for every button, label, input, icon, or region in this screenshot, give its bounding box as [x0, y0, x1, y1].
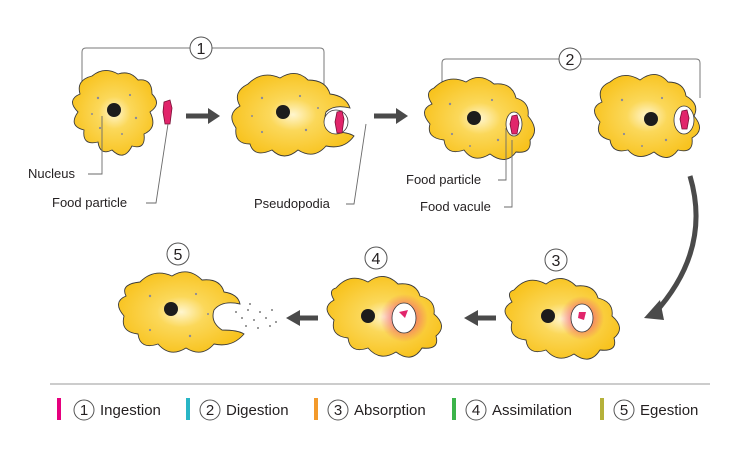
legend-digestion: 2 Digestion [186, 398, 289, 421]
stage-number-3: 3 [552, 253, 561, 270]
amoeba-cell-stage-4: 4 [326, 246, 442, 358]
label-food-particle-2: Food particle [406, 172, 481, 187]
stage-number-5: 5 [174, 247, 183, 264]
amoeba-cell-1 [72, 70, 157, 156]
stage-number-4: 4 [372, 251, 381, 268]
egested-waste [235, 303, 277, 329]
arrow-curve [652, 175, 699, 316]
svg-text:1: 1 [80, 402, 88, 419]
stage-2-bracket: 2 [441, 47, 701, 98]
label-food-vacuole: Food vacule [420, 199, 491, 214]
label-pseudopodia: Pseudopodia [254, 196, 331, 211]
svg-text:Ingestion: Ingestion [100, 402, 161, 419]
amoeba-cell-3 [424, 77, 535, 160]
amoeba-cell-2 [231, 73, 355, 157]
legend-egestion: 5 Egestion [600, 398, 698, 421]
svg-text:5: 5 [620, 402, 628, 419]
nucleus [107, 103, 121, 117]
svg-text:Egestion: Egestion [640, 402, 698, 419]
amoeba-cell-stage-3: 3 [504, 248, 620, 360]
svg-text:4: 4 [472, 402, 480, 419]
legend-assimilation: 4 Assimilation [452, 398, 572, 421]
svg-text:Absorption: Absorption [354, 402, 426, 419]
svg-text:3: 3 [334, 402, 342, 419]
stage-number-1: 1 [197, 41, 206, 58]
legend-absorption: 3 Absorption [314, 398, 426, 421]
svg-text:Assimilation: Assimilation [492, 402, 572, 419]
amoeba-cell-stage-5: 5 [118, 242, 277, 353]
label-nucleus: Nucleus [28, 166, 75, 181]
amoeba-cell-4 [594, 74, 700, 158]
stage-1-bracket: 1 [81, 36, 325, 90]
stage-number-2: 2 [566, 52, 575, 69]
svg-text:2: 2 [206, 402, 214, 419]
food-particle-1 [162, 99, 173, 125]
label-food-particle-1: Food particle [52, 195, 127, 210]
svg-text:Digestion: Digestion [226, 402, 289, 419]
legend-ingestion: 1 Ingestion [57, 398, 161, 421]
